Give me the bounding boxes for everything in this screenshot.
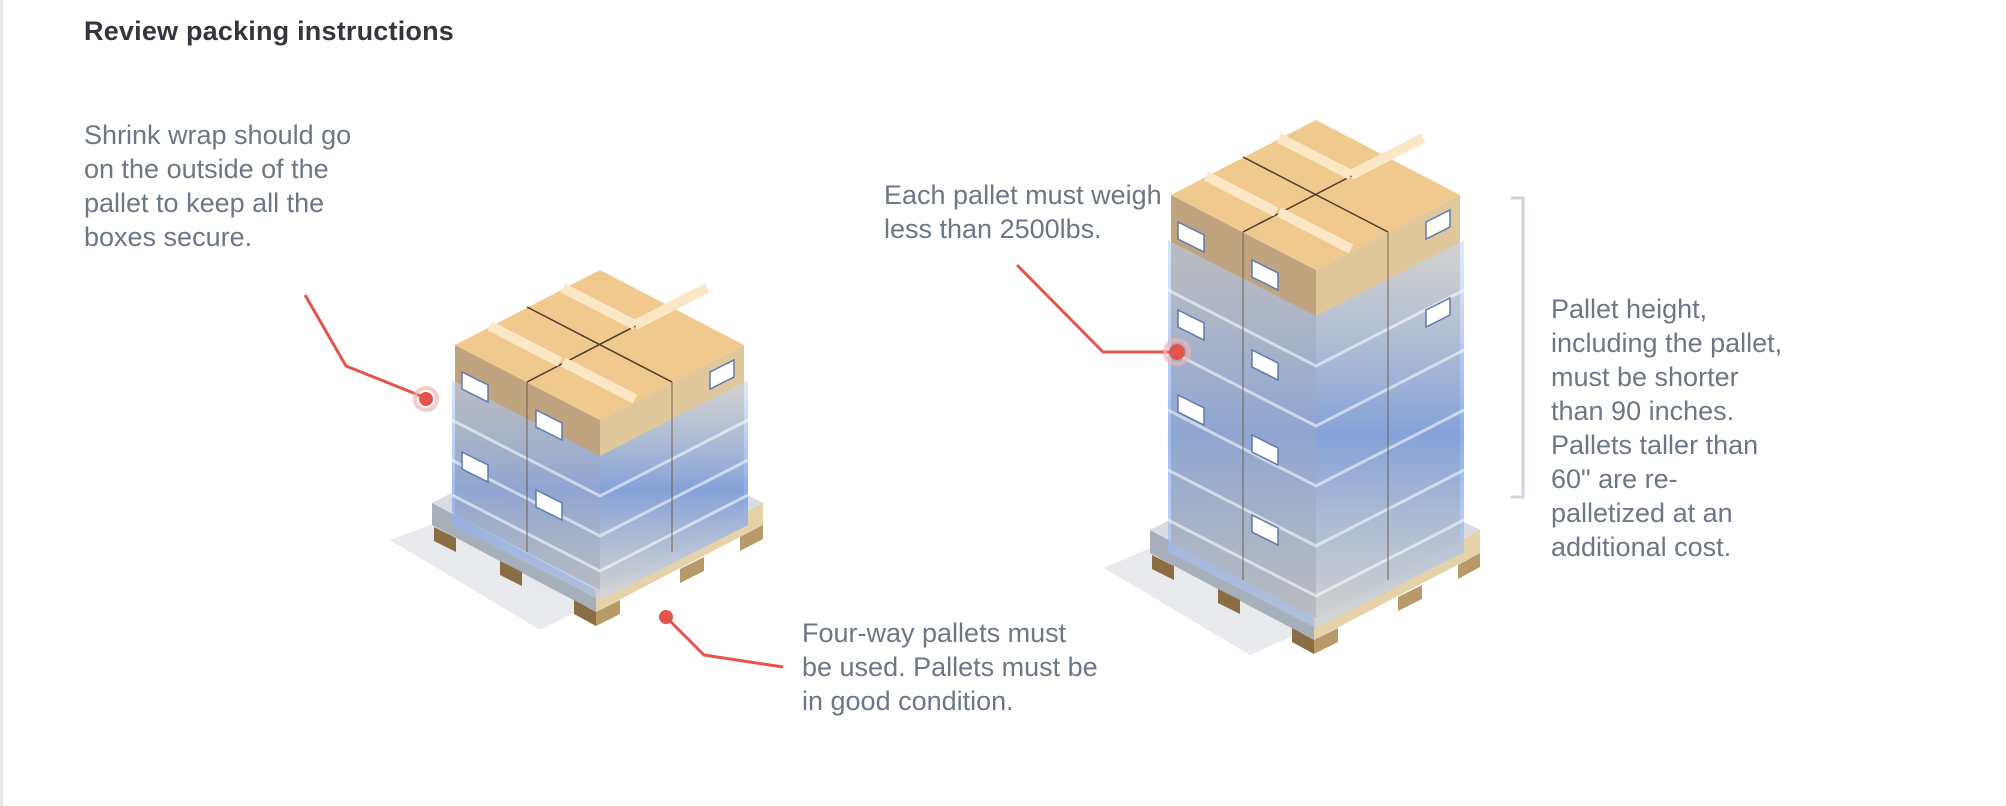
callout-line-weight	[1015, 263, 1176, 354]
weight-callout: Each pallet must weigh less than 2500lbs…	[884, 180, 1162, 244]
callout-line-fourway	[664, 615, 784, 669]
small-wrap-left	[452, 380, 600, 600]
four-way-pallet-callout: Four-way pallets must be used. Pallets m…	[802, 618, 1098, 716]
tall-pallet-illustration	[1104, 120, 1480, 655]
page-left-border	[0, 0, 3, 806]
callout-dot-weight	[1169, 344, 1185, 360]
callout-line-shrink	[303, 294, 427, 400]
height-callout: Pallet height, including the pallet, mus…	[1551, 294, 1783, 562]
tall-wrap-left	[1168, 240, 1316, 628]
tall-wrap-right	[1316, 240, 1464, 628]
page-title: Review packing instructions	[84, 16, 454, 46]
small-wrap-right	[600, 380, 748, 600]
shrink-wrap-callout: Shrink wrap should go on the outside of …	[84, 120, 352, 252]
height-bracket	[1511, 196, 1525, 499]
callout-dot-fourway	[659, 610, 673, 624]
callout-dot-shrink	[419, 392, 433, 406]
small-pallet-illustration	[390, 270, 763, 630]
